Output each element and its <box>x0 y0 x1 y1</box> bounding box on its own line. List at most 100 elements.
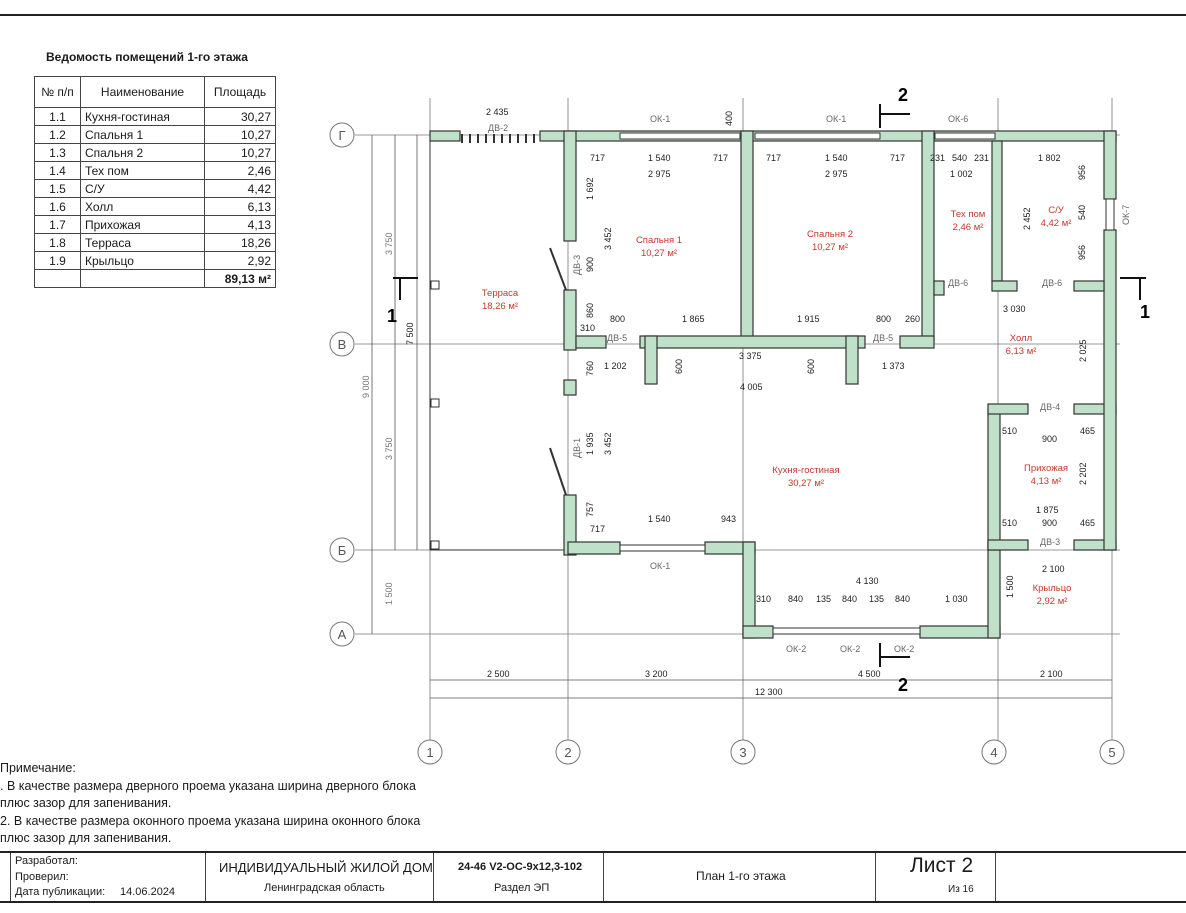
total-area: 89,13 м² <box>204 269 276 288</box>
windows <box>619 132 1115 635</box>
table-header-row: № п/п Наименование Площадь <box>34 76 276 108</box>
room-name: Прихожая <box>1024 463 1068 474</box>
room-name: Спальня 1 <box>636 235 682 246</box>
tb-region: Ленинградская область <box>264 882 385 894</box>
opening-mark: ОК-7 <box>1121 205 1131 225</box>
terrace-outline <box>429 135 568 551</box>
notes-title: Примечание: <box>0 761 76 775</box>
room-area: 2,92 м² <box>1037 596 1068 607</box>
dim-label: 600 <box>806 359 816 374</box>
opening-mark: ОК-2 <box>894 644 914 654</box>
dim-label: 3 750 <box>384 232 394 255</box>
dim-label: 4 005 <box>740 382 763 392</box>
dim-label: 900 <box>1042 434 1057 444</box>
section-label: 2 <box>898 675 908 695</box>
tb-sheet: Лист 2 <box>910 854 974 877</box>
note-line: 2. В качестве размера оконного проема ук… <box>0 813 421 828</box>
tb-cell-sheet-title: План 1-го этажа <box>603 853 876 901</box>
tb-sheet-title: План 1-го этажа <box>696 869 786 883</box>
cell-num: 1.3 <box>34 143 81 162</box>
room-name: Крыльцо <box>1033 583 1072 594</box>
room-name: С/У <box>1048 205 1065 216</box>
opening-mark: ДВ-6 <box>1042 278 1062 288</box>
room-name: Тех пом <box>951 209 986 220</box>
axis-label: 4 <box>990 745 997 760</box>
dim-label: 465 <box>1080 426 1095 436</box>
dim-label: 1 692 <box>585 177 595 200</box>
opening-mark: ОК-6 <box>948 114 968 124</box>
dim-label: 757 <box>585 502 595 517</box>
opening-mark: ОК-1 <box>650 561 670 571</box>
note-line: плюс зазор для запенивания. <box>0 831 172 845</box>
opening-mark: ОК-1 <box>650 114 670 124</box>
dim-label: 2 975 <box>648 169 671 179</box>
tb-cell-code: 24-46 V2-ОС-9х12,3-102 Раздел ЭП <box>433 853 604 901</box>
axis-label: 1 <box>426 745 433 760</box>
dim-label: 717 <box>590 524 605 534</box>
dim-label: 956 <box>1077 165 1087 180</box>
note-line: . В качестве размера дверного проема ука… <box>0 778 416 793</box>
room-name: Холл <box>1010 333 1032 344</box>
dim-label: 1 500 <box>384 582 394 605</box>
title-block: Разработал: Проверил: Дата публикации: 1… <box>0 851 1186 903</box>
door-leaves <box>549 247 567 496</box>
notes: Примечание: . В качестве размера дверног… <box>0 760 420 848</box>
cell-area: 18,26 <box>204 233 276 252</box>
cell-area: 10,27 <box>204 125 276 144</box>
tb-date: 14.06.2024 <box>120 886 176 898</box>
dim-label: 840 <box>842 594 857 604</box>
opening-mark: ДВ-3 <box>1040 537 1060 547</box>
axis-label: 5 <box>1108 745 1115 760</box>
dim-label: 2 100 <box>1042 564 1065 574</box>
dim-label: 7 500 <box>405 322 415 345</box>
axis-label: 2 <box>564 745 571 760</box>
tb-cell-signatures: Разработал: Проверил: Дата публикации: 1… <box>10 853 206 901</box>
dim-label: 540 <box>1077 205 1087 220</box>
tb-of: Из 16 <box>948 884 974 895</box>
dim-label: 2 025 <box>1078 339 1088 362</box>
axis-label: В <box>338 337 347 352</box>
tb-cell-empty <box>995 853 1186 901</box>
cell-name: Тех пом <box>80 161 205 180</box>
dim-label: 465 <box>1080 518 1095 528</box>
opening-mark: ДВ-3 <box>572 255 582 275</box>
cell-num: 1.1 <box>34 107 81 126</box>
room-area: 18,26 м² <box>482 301 518 312</box>
dim-label: 3 750 <box>384 437 394 460</box>
dim-label: 2 452 <box>1022 207 1032 230</box>
section-label: 1 <box>387 306 397 326</box>
tb-code: 24-46 V2-ОС-9х12,3-102 <box>458 861 583 873</box>
dim-label: 840 <box>788 594 803 604</box>
dim-label: 717 <box>713 153 728 163</box>
room-name: Кухня-гостиная <box>772 465 839 476</box>
room-area: 10,27 м² <box>812 242 848 253</box>
sheet-top-border <box>0 14 1186 16</box>
room-area: 2,46 м² <box>953 222 984 233</box>
dim-label: 4 130 <box>856 576 879 586</box>
dim-label: 510 <box>1002 518 1017 528</box>
axis-bubbles <box>329 122 1125 765</box>
tb-cell-sheet: Лист 2 Из 16 <box>875 853 996 901</box>
tb-section: Раздел ЭП <box>494 882 550 894</box>
dim-label: 900 <box>585 257 595 272</box>
dim-label: 3 452 <box>603 432 613 455</box>
table-total-row: 89,13 м² <box>34 269 276 288</box>
dim-label: 1 002 <box>950 169 973 179</box>
dim-label: 400 <box>724 111 734 126</box>
opening-mark: ДВ-4 <box>1040 402 1060 412</box>
room-area: 30,27 м² <box>788 478 824 489</box>
dim-label: 1 865 <box>682 314 705 324</box>
section-label: 2 <box>898 85 908 105</box>
table-title: Ведомость помещений 1-го этажа <box>46 50 248 64</box>
dim-label: 956 <box>1077 245 1087 260</box>
dim-label: 12 300 <box>755 687 783 697</box>
dim-label: 3 030 <box>1003 304 1026 314</box>
dim-label: 760 <box>585 361 595 376</box>
dim-label: 3 200 <box>645 669 668 679</box>
